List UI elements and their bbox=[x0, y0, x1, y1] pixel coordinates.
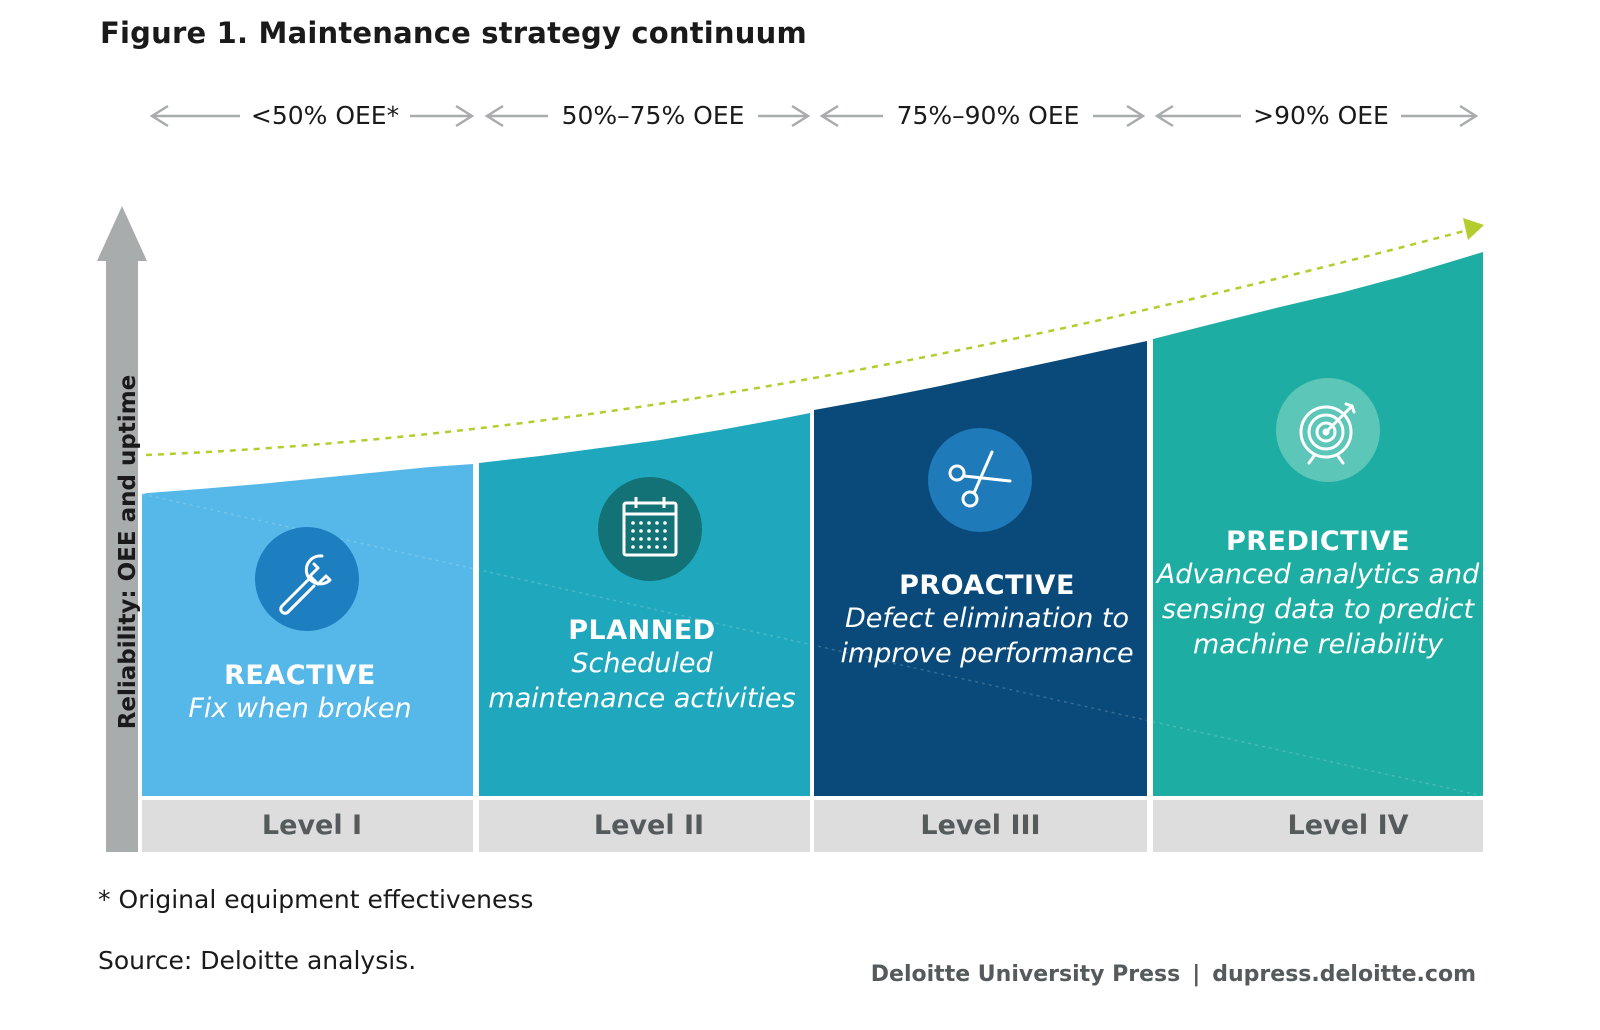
level-bar-1 bbox=[142, 800, 473, 852]
proactive-text: PROACTIVE Defect elimination to improve … bbox=[814, 570, 1160, 671]
planned-text: PLANNED Scheduled maintenance activities bbox=[479, 615, 805, 716]
footnote: * Original equipment effectiveness bbox=[98, 885, 534, 914]
wrench-icon bbox=[255, 527, 359, 631]
calendar-icon bbox=[598, 477, 702, 581]
predictive-desc-line-2: sensing data to predict bbox=[1161, 594, 1475, 625]
proactive-desc-line-1: Defect elimination to bbox=[844, 603, 1129, 634]
level-bar-2 bbox=[479, 800, 810, 852]
diagonal-overlay-line bbox=[141, 493, 1484, 797]
figure-title: Figure 1. Maintenance strategy continuum bbox=[100, 16, 807, 50]
proactive-desc-line-2: improve performance bbox=[840, 638, 1134, 669]
reactive-text: REACTIVE Fix when broken bbox=[142, 660, 458, 726]
y-axis-arrow bbox=[97, 206, 147, 852]
planned-desc-line-1: Scheduled bbox=[571, 648, 713, 679]
level-bar-3 bbox=[814, 800, 1147, 852]
panel-predictive bbox=[1153, 252, 1483, 796]
panel-proactive bbox=[814, 341, 1147, 796]
scissors-icon bbox=[928, 428, 1032, 532]
trend-line bbox=[145, 228, 1469, 457]
predictive-name: PREDICTIVE bbox=[1225, 526, 1411, 557]
level-label-4: Level IV bbox=[1287, 810, 1409, 841]
target-icon bbox=[1276, 378, 1380, 482]
predictive-desc-line-1: Advanced analytics and bbox=[1156, 559, 1480, 590]
oee-range-1: <50% OEE* bbox=[240, 100, 410, 132]
level-bar-4 bbox=[1153, 800, 1483, 852]
panel-planned bbox=[479, 413, 810, 796]
reactive-name: REACTIVE bbox=[224, 660, 376, 691]
level-label-3: Level III bbox=[920, 810, 1041, 841]
planned-desc-line-2: maintenance activities bbox=[488, 683, 796, 714]
proactive-name: PROACTIVE bbox=[899, 570, 1075, 601]
y-axis-label: Reliability: OEE and uptime bbox=[115, 374, 141, 730]
publisher-url[interactable]: dupress.deloitte.com bbox=[1212, 962, 1476, 987]
credit-line: Deloitte University Press | dupress.deloit… bbox=[871, 962, 1476, 987]
level-label-1: Level I bbox=[261, 810, 363, 841]
trend-arrowhead bbox=[1463, 218, 1484, 240]
level-label-2: Level II bbox=[593, 810, 705, 841]
reactive-desc-line-1: Fix when broken bbox=[188, 693, 412, 724]
credit-separator: | bbox=[1192, 962, 1201, 987]
oee-range-4: >90% OEE bbox=[1241, 100, 1401, 132]
predictive-desc-line-3: machine reliability bbox=[1192, 629, 1444, 660]
source-note: Source: Deloitte analysis. bbox=[98, 946, 417, 975]
planned-name: PLANNED bbox=[568, 615, 716, 646]
oee-range-2: 50%–75% OEE bbox=[548, 100, 758, 132]
predictive-text: PREDICTIVE Advanced analytics and sensin… bbox=[1153, 526, 1483, 662]
publisher-name: Deloitte University Press bbox=[870, 962, 1181, 987]
oee-range-3: 75%–90% OEE bbox=[883, 100, 1093, 132]
